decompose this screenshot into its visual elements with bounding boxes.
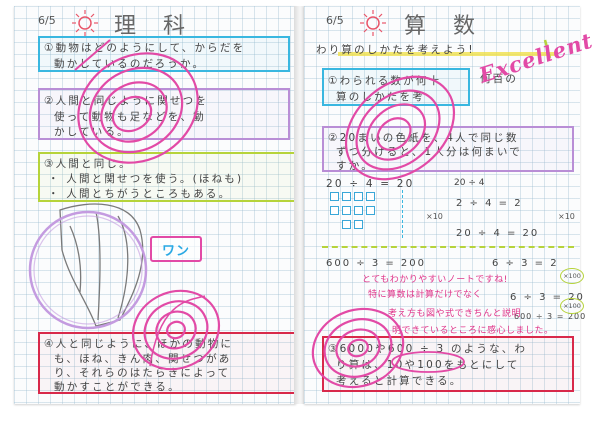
math-q3-line-3: 考えると計算できる。 xyxy=(336,375,463,387)
separator-dashed xyxy=(322,246,574,248)
place-value-block xyxy=(354,220,363,229)
times10-right: ×10 xyxy=(558,212,575,221)
place-value-block xyxy=(342,206,351,215)
notebook-gutter xyxy=(294,6,306,404)
math-q2-line-3: すか。 xyxy=(336,160,374,172)
math-q3-line-2: り算は、10や100をもとにして xyxy=(336,359,520,371)
q4-line-3: り、それらのはたらきによって xyxy=(54,367,231,379)
work-bot: 20 ÷ 4 = 20 xyxy=(456,228,540,239)
place-value-blocks xyxy=(330,192,390,236)
right-date: 6/5 xyxy=(326,14,344,27)
q1-line-1: ①動物はどのようにして、からだを xyxy=(44,42,246,54)
q4-line-4: 動かすことができる。 xyxy=(54,381,181,393)
math-q2-line-1: ②20まいの色紙を、4人で同じ数 xyxy=(328,132,519,144)
math-q1-line-1: ①わられる数が何十 xyxy=(328,75,442,87)
q4-line-2: も、ほね、きん肉、関せつがあ xyxy=(54,353,232,365)
q2-line-3: かしている。 xyxy=(54,126,130,138)
math-q3-line-1: ③6000や600 ÷ 3 のような、わ xyxy=(328,343,528,355)
equation-4: 6 ÷ 3 = 20 xyxy=(510,292,585,303)
q1-box: ①動物はどのようにして、からだを 動かしているのだろうか。 xyxy=(38,36,290,72)
left-date: 6/5 xyxy=(38,14,56,27)
q3-box: ③人間と同じ。 ・ 人間と関せつを使う。(ほねも) ・ 人間とちがうところもある… xyxy=(38,152,302,202)
wan-label-box: ワン xyxy=(150,236,202,262)
teacher-comment-1: とてもわかりやすいノートですね! xyxy=(362,275,508,285)
math-q1-line-2: 算のしかたを考 xyxy=(336,91,425,103)
place-value-block xyxy=(354,192,363,201)
teacher-comment-3: 考え方も図や式できちんと説明 xyxy=(388,309,522,319)
equation-3: 6 ÷ 3 = 2 xyxy=(492,258,559,269)
lesson-title: わり算のしかたを考えよう! xyxy=(316,44,475,56)
q2-line-2: 使って動物も足などを、動 xyxy=(54,111,206,123)
times100-label-a: ×100 xyxy=(563,272,581,280)
wan-label: ワン xyxy=(161,243,190,259)
left-subject-title: 理 科 xyxy=(114,14,195,39)
place-value-block xyxy=(354,206,363,215)
q3-line-3: ・ 人間とちがうところもある。 xyxy=(48,188,232,200)
right-subject-title: 算 数 xyxy=(404,14,485,39)
math-q1-side: 何百の xyxy=(480,73,519,85)
place-value-block xyxy=(330,206,339,215)
place-value-block xyxy=(342,220,351,229)
place-value-block xyxy=(342,192,351,201)
math-q2-box: ②20まいの色紙を、4人で同じ数 ずつ分けると、1人分は何まいで すか。 xyxy=(322,126,574,172)
q4-box: ④人と同じように、ほかの動物に も、ほね、きん肉、関せつがあ り、それらのはたら… xyxy=(38,332,302,394)
place-value-block xyxy=(366,206,375,215)
work-top: 20 ÷ 4 xyxy=(454,178,485,188)
math-q3-box: ③6000や600 ÷ 3 のような、わ り算は、10や100をもとにして 考え… xyxy=(322,336,574,392)
q4-line-1: ④人と同じように、ほかの動物に xyxy=(44,338,234,350)
teacher-comment-2: 特に算数は計算だけでなく xyxy=(368,290,483,300)
equation-5: 600 ÷ 3 = 200 xyxy=(514,312,587,321)
q2-line-1: ②人間と同じように関せつを xyxy=(44,95,209,107)
sun-doodle-icon xyxy=(70,8,100,42)
times100-label-b: ×100 xyxy=(563,302,581,310)
times100-circle-b: ×100 xyxy=(560,298,584,314)
times10-left: ×10 xyxy=(426,212,443,221)
q1-line-2: 動かしているのだろうか。 xyxy=(54,58,206,70)
place-value-block xyxy=(366,192,375,201)
left-notebook-page: 6/5 理 科 ①動物はどのようにして、からだを 動かしているのだろうか。 ②人… xyxy=(14,6,302,404)
math-q2-line-2: ずつ分けると、1人分は何まいで xyxy=(336,146,522,158)
q3-line-2: ・ 人間と関せつを使う。(ほねも) xyxy=(48,173,244,185)
teacher-comment-4: 明できているところに感心しました。 xyxy=(392,326,554,336)
math-q1-box: ①わられる数が何十 算のしかたを考 xyxy=(322,68,470,106)
title-highlight xyxy=(338,52,558,56)
sun-doodle-icon xyxy=(358,8,388,42)
q3-line-1: ③人間と同じ。 xyxy=(44,158,132,170)
times100-circle-a: ×100 xyxy=(560,268,584,284)
equation-2: 600 ÷ 3 = 200 xyxy=(326,258,427,269)
work-mid: 2 ÷ 4 = 2 xyxy=(456,198,523,209)
q2-box: ②人間と同じように関せつを 使って動物も足などを、動 かしている。 xyxy=(38,88,290,140)
equation-1: 20 ÷ 4 = 20 xyxy=(326,178,415,190)
place-value-block xyxy=(330,192,339,201)
divider-dashed xyxy=(402,190,404,238)
